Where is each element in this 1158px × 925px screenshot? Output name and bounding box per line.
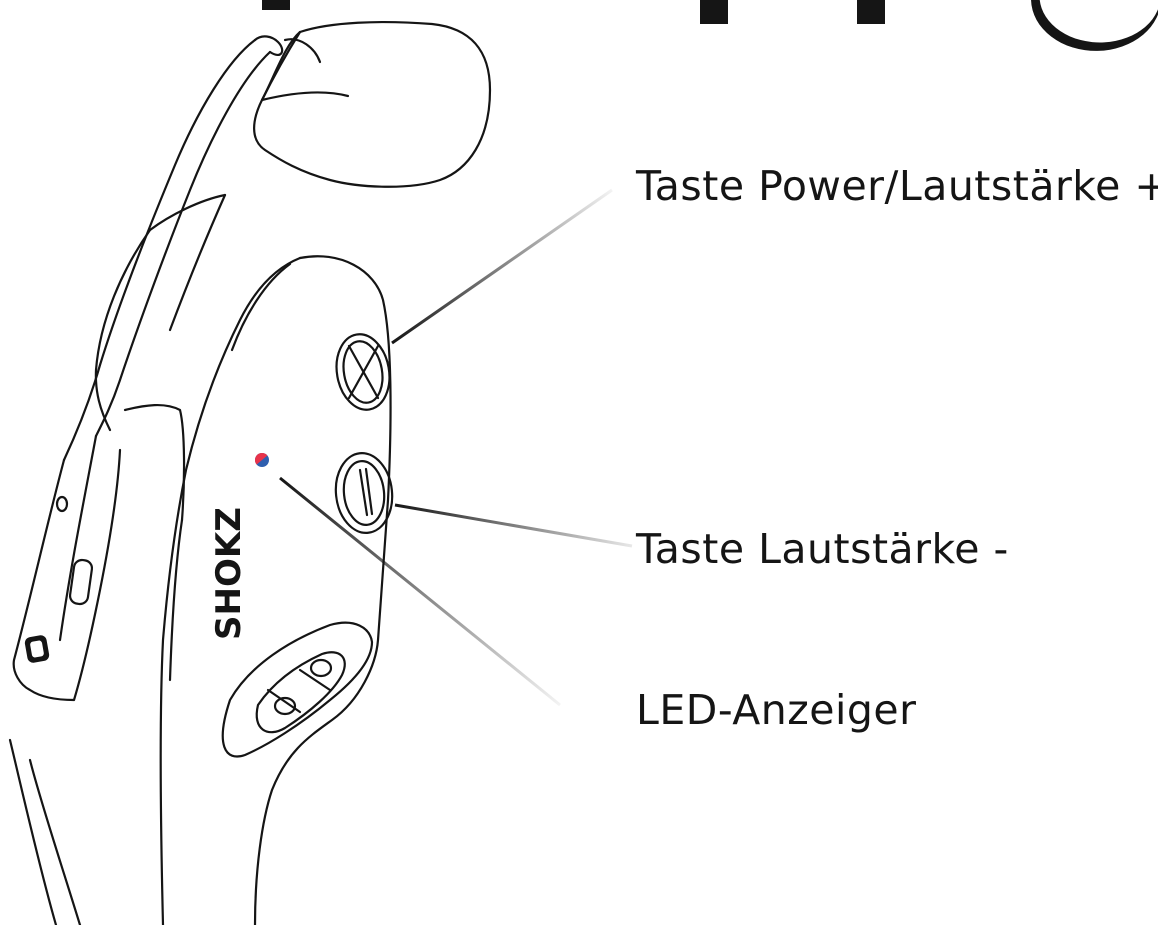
left-button-icon bbox=[24, 634, 50, 663]
callout-led-indicator: LED-Anzeiger bbox=[636, 690, 917, 731]
callout-power-volume-up: Taste Power/Lautstärke + bbox=[636, 166, 1158, 207]
leader-line-led bbox=[280, 478, 560, 705]
earpiece-body bbox=[255, 256, 391, 925]
led-indicator-icon bbox=[252, 450, 269, 467]
leader-line-power bbox=[392, 190, 612, 343]
brand-logo: SHOKZ bbox=[209, 507, 249, 640]
callout-volume-down: Taste Lautstärke - bbox=[636, 529, 1009, 570]
cropped-title-fragments bbox=[262, 0, 1158, 51]
neckband bbox=[64, 40, 255, 460]
ear-pad bbox=[254, 22, 490, 187]
leader-line-volume bbox=[395, 505, 632, 546]
left-earpiece bbox=[14, 450, 120, 700]
